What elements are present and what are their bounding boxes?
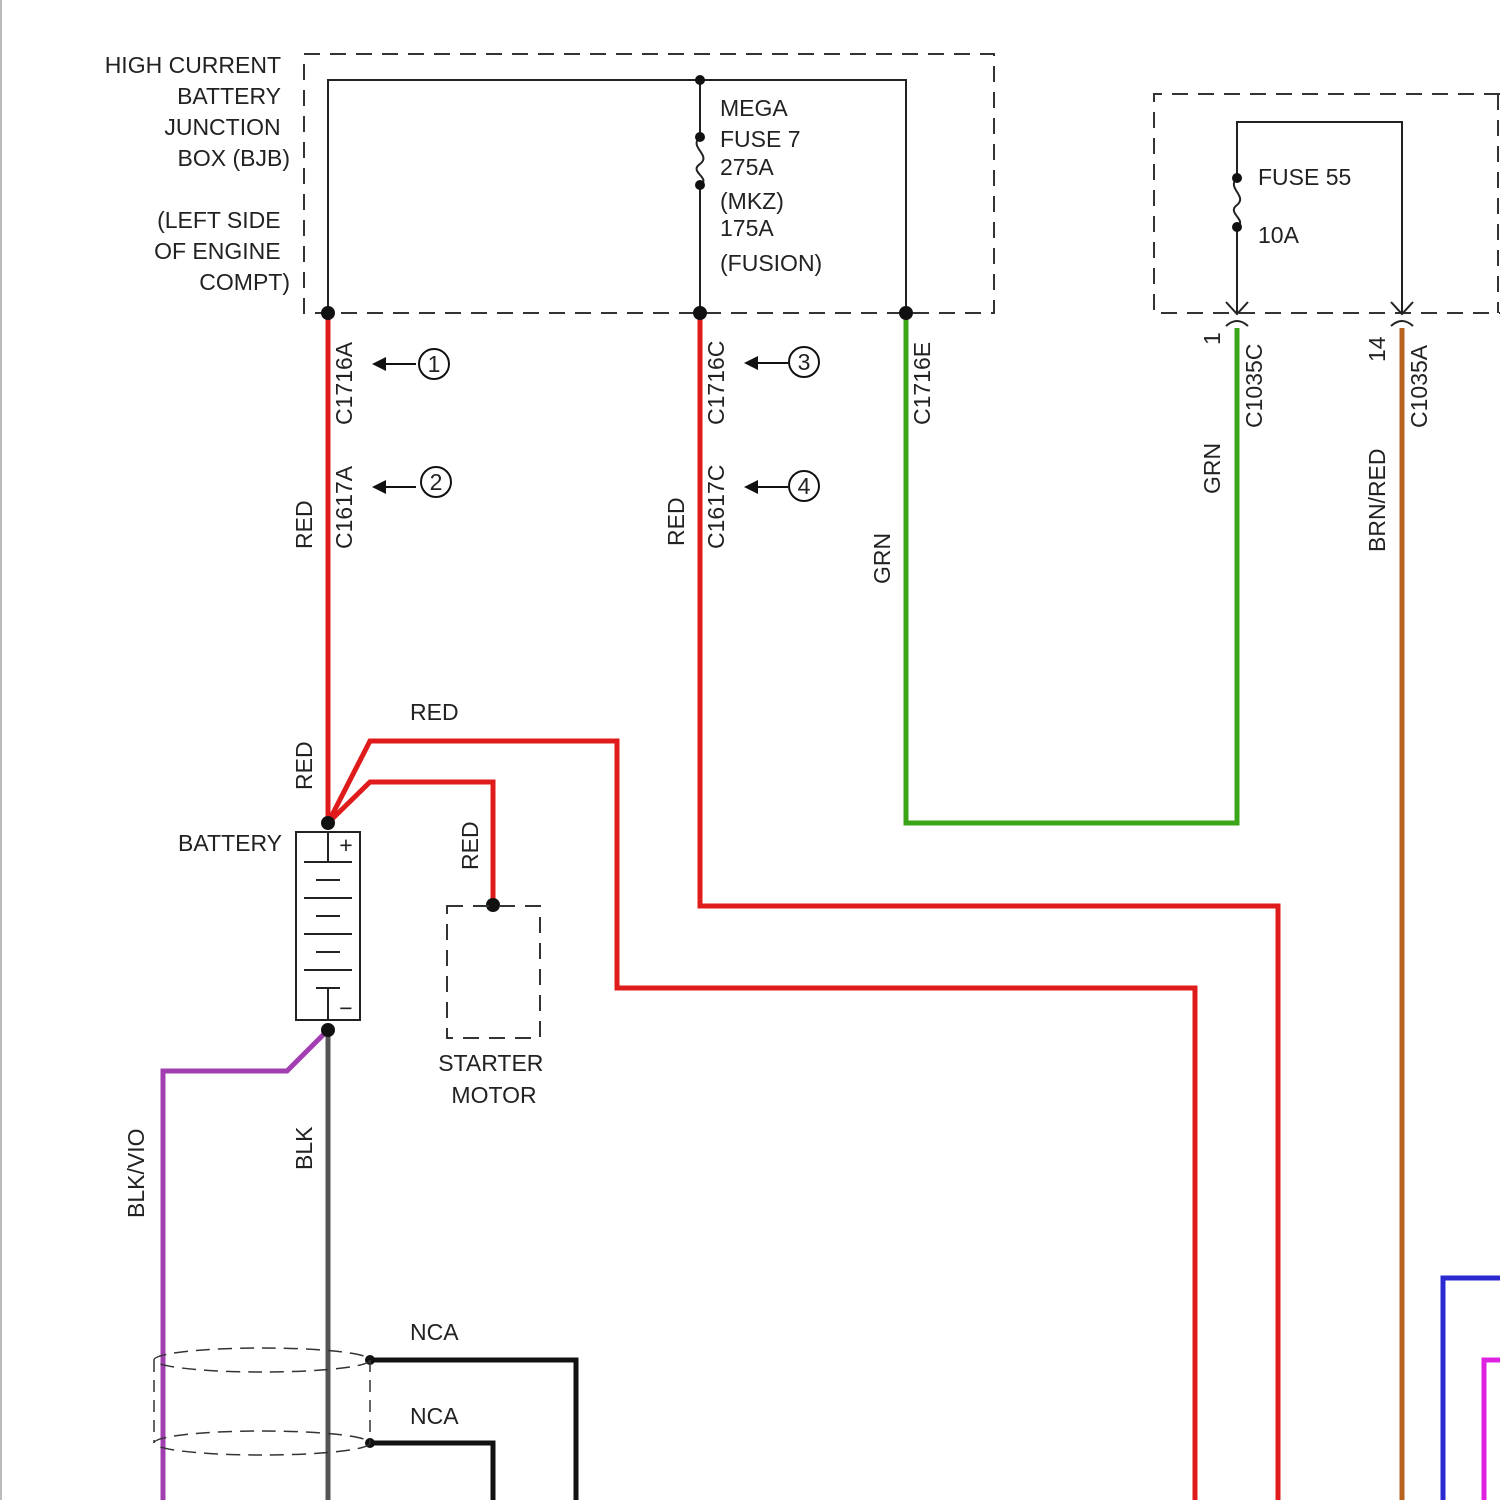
- connector-c1617a: C1617A: [331, 465, 357, 549]
- wire-label-red-left: RED: [291, 500, 317, 549]
- bjb-internal-bus: [328, 80, 906, 313]
- bjb-title-line: BATTERY: [177, 83, 281, 109]
- c1035a-pin-number: 14: [1364, 336, 1390, 362]
- mega-fuse-label-line: 175A: [720, 215, 774, 241]
- connector-c1035a: C1035A: [1406, 344, 1432, 428]
- battery-minus-sign: −: [339, 995, 352, 1021]
- fuse55-label: FUSE 55: [1258, 164, 1351, 190]
- bjb-title: HIGH CURRENT BATTERY JUNCTION BOX (BJB): [105, 52, 290, 171]
- wire-grn-loop: [906, 313, 1237, 823]
- twisted-pair-shield-1: [154, 1348, 370, 1372]
- wire-red-mega-fuse: [700, 313, 1278, 1500]
- mega-fuse-label-line: FUSE 7: [720, 126, 801, 152]
- bjb-location: (LEFT SIDE OF ENGINE COMPT): [154, 207, 290, 295]
- wire-blue-offpage: [1443, 1278, 1500, 1500]
- bjb-location-line: OF ENGINE: [154, 238, 281, 264]
- connector-c1716a: C1716A: [331, 341, 357, 425]
- wire-label-grn-middle: GRN: [869, 533, 895, 584]
- mega-fuse-label-line: 275A: [720, 154, 774, 180]
- wire-nca-1: [370, 1360, 576, 1500]
- callout-number-3: 3: [798, 349, 811, 375]
- wire-label-red-starter: RED: [457, 821, 483, 870]
- fuse55-feed: [1237, 122, 1402, 313]
- wire-label-blk-vio: BLK/VIO: [123, 1129, 149, 1218]
- bjb-bus-splice-dot: [695, 75, 705, 85]
- connector-c1035c: C1035C: [1241, 344, 1267, 428]
- wire-label-red-branch: RED: [410, 699, 459, 725]
- c1716a-terminal: [321, 306, 335, 320]
- c1716c-terminal: [693, 306, 707, 320]
- wire-blk-vio: [163, 1030, 328, 1500]
- wire-label-red-middle: RED: [663, 497, 689, 546]
- connector-c1716c: C1716C: [703, 341, 729, 425]
- mega-fuse-label-line: (MKZ): [720, 188, 784, 214]
- connector-c1617c: C1617C: [703, 465, 729, 549]
- mega-fuse-label-line: MEGA: [720, 95, 788, 121]
- bjb-title-line: JUNCTION: [164, 114, 280, 140]
- wire-magenta-offpage: [1484, 1360, 1500, 1500]
- wire-label-blk: BLK: [291, 1126, 317, 1170]
- mega-fuse-terminal-bottom: [695, 180, 705, 190]
- c1716e-terminal: [899, 306, 913, 320]
- fuse55-terminal-bottom: [1232, 222, 1242, 232]
- bjb-location-line: COMPT): [199, 269, 290, 295]
- starter-motor-outline: [447, 906, 540, 1038]
- callout-number-1: 1: [428, 351, 441, 377]
- starter-motor-label: STARTER MOTOR: [438, 1050, 550, 1108]
- battery-positive-terminal: [321, 816, 335, 830]
- battery-label: BATTERY: [178, 830, 282, 856]
- wire-label-red-battery: RED: [291, 741, 317, 790]
- wire-label-nca-2: NCA: [410, 1403, 459, 1429]
- battery-plus-sign: +: [339, 832, 352, 858]
- wire-nca-2: [370, 1443, 493, 1500]
- starter-label-line: MOTOR: [451, 1082, 536, 1108]
- mega-fuse-label-line: (FUSION): [720, 250, 822, 276]
- bjb-title-line: BOX (BJB): [178, 145, 290, 171]
- fuse-box-right-outline: [1154, 94, 1500, 313]
- fuse55-symbol: [1234, 178, 1240, 227]
- c1035c-pin-number: 1: [1199, 332, 1225, 345]
- mega-fuse-terminal-top: [695, 132, 705, 142]
- wire-label-nca-1: NCA: [410, 1319, 459, 1345]
- mega-fuse-symbol: [697, 137, 704, 185]
- starter-label-line: STARTER: [438, 1050, 543, 1076]
- connector-c1716e: C1716E: [909, 342, 935, 425]
- twisted-pair-shield-2: [154, 1431, 370, 1455]
- bjb-title-line: HIGH CURRENT: [105, 52, 281, 78]
- bjb-location-line: (LEFT SIDE: [157, 207, 281, 233]
- wire-label-grn-right: GRN: [1199, 443, 1225, 494]
- battery-negative-terminal: [321, 1023, 335, 1037]
- bjb-box-outline: [304, 54, 994, 313]
- callout-number-2: 2: [430, 469, 443, 495]
- fuse55-terminal-top: [1232, 173, 1242, 183]
- mega-fuse-label: MEGA FUSE 7 275A (MKZ) 175A (FUSION): [720, 95, 822, 276]
- callout-number-4: 4: [798, 473, 811, 499]
- fuse55-rating: 10A: [1258, 222, 1300, 248]
- wire-label-brn-red: BRN/RED: [1364, 448, 1390, 552]
